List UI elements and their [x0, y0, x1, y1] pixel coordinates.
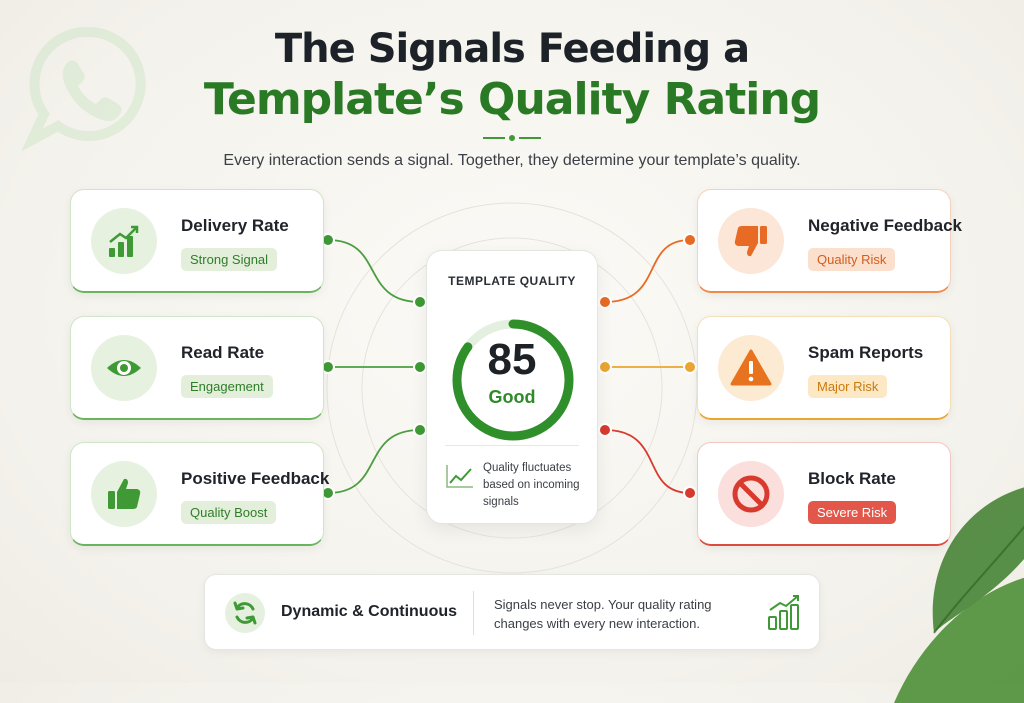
chat-phone-logo-icon: [22, 26, 146, 152]
connector-positive-feedback: [327, 429, 421, 494]
node-quality-right-2: [598, 360, 612, 374]
page-title-line-2: Template’s Quality Rating: [203, 74, 821, 125]
node-quality-left-1: [413, 295, 427, 309]
page-title-line-1: The Signals Feeding a: [274, 26, 750, 72]
signal-name: Delivery Rate: [181, 216, 289, 235]
refresh-icon: [233, 601, 257, 625]
banner-description: Signals never stop. Your quality rating …: [494, 597, 712, 631]
signal-tag: Quality Risk: [808, 248, 896, 271]
growth-bar-chart-icon: [109, 225, 139, 257]
connector-delivery-rate: [327, 239, 421, 303]
signal-name: Positive Feedback: [181, 469, 330, 488]
quality-score-arc: [452, 319, 574, 441]
signal-card-block-rate: Block Rate Severe Risk: [697, 442, 951, 546]
signal-card-delivery-rate: Delivery Rate Strong Signal: [70, 189, 324, 293]
banner-title: Dynamic & Continuous: [281, 603, 458, 620]
signal-name: Read Rate: [181, 343, 265, 362]
signal-tag: Quality Boost: [181, 501, 277, 524]
signal-card-positive-feedback: Positive Feedback Quality Boost: [70, 442, 329, 546]
quality-score: 85: [487, 335, 537, 384]
template-quality-card: TEMPLATE QUALITY 85 Good Quality fluctua…: [426, 250, 598, 524]
signal-tag: Severe Risk: [808, 501, 897, 524]
quality-note: Quality fluctuates based on incoming sig…: [483, 462, 580, 508]
block-icon: [732, 475, 770, 513]
node-quality-right-1: [598, 295, 612, 309]
node-quality-right-3: [598, 423, 612, 437]
node-spam-reports: [683, 360, 697, 374]
warning-triangle-icon: [730, 349, 772, 386]
title-divider: [483, 135, 541, 141]
signal-card-spam-reports: Spam Reports Major Risk: [697, 316, 951, 420]
thumbs-down-icon: [734, 226, 767, 257]
signal-name: Negative Feedback: [808, 216, 963, 235]
page-subtitle: Every interaction sends a signal. Togeth…: [223, 152, 801, 169]
connector-block-rate: [604, 429, 691, 494]
quality-heading: TEMPLATE QUALITY: [448, 274, 576, 288]
trend-line-icon: [446, 465, 473, 488]
node-negative-feedback: [683, 233, 697, 247]
leaf-decoration-icon: [894, 487, 1024, 703]
growth-chart-icon: [768, 595, 799, 630]
signal-card-negative-feedback: Negative Feedback Quality Risk: [697, 189, 962, 293]
signal-name: Block Rate: [808, 469, 896, 488]
dynamic-continuous-banner: Dynamic & Continuous Signals never stop.…: [204, 574, 820, 650]
quality-score-ring: [452, 319, 574, 441]
signal-tag: Strong Signal: [181, 248, 278, 271]
node-quality-left-3: [413, 423, 427, 437]
eye-icon: [107, 360, 141, 376]
signal-name: Spam Reports: [808, 343, 924, 362]
signal-tag: Engagement: [181, 375, 273, 398]
node-quality-left-2: [413, 360, 427, 374]
connector-negative-feedback: [604, 239, 691, 303]
node-block-rate: [683, 486, 697, 500]
signal-card-read-rate: Read Rate Engagement: [70, 316, 324, 420]
thumbs-up-icon: [108, 478, 141, 509]
signal-tag: Major Risk: [808, 375, 888, 398]
quality-label: Good: [488, 387, 536, 407]
